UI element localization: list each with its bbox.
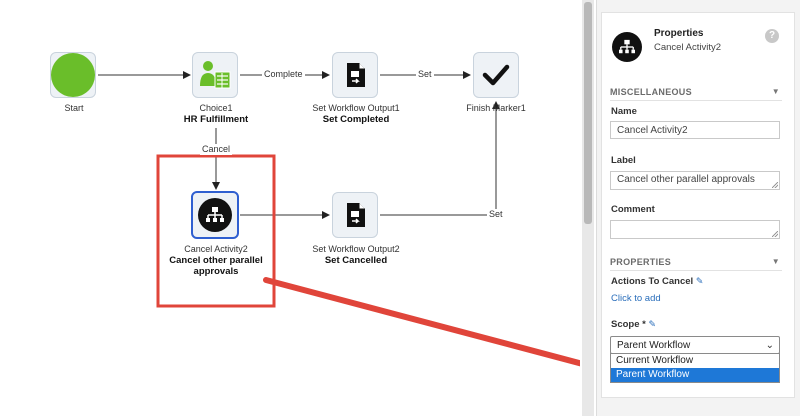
scope-label-text: Scope *: [611, 319, 646, 330]
properties-header: Properties Cancel Activity2: [612, 26, 792, 66]
start-node[interactable]: [50, 52, 96, 98]
miscellaneous-heading: MISCELLANEOUS: [610, 87, 692, 97]
output1-name: Set Workflow Output1: [312, 103, 400, 113]
properties-panel-body: [601, 12, 795, 398]
pencil-icon[interactable]: ✎: [695, 276, 704, 286]
start-circle-icon: [51, 53, 95, 97]
scope-select[interactable]: Parent Workflow ⌄: [610, 336, 780, 354]
name-input[interactable]: Cancel Activity2: [610, 121, 780, 139]
comment-label: Comment: [611, 204, 655, 215]
label-textarea[interactable]: Cancel other parallel approvals: [610, 171, 780, 190]
set-output-icon: [347, 203, 365, 227]
annotation-arrow: [263, 277, 580, 367]
choice1-title: HR Fulfillment: [183, 114, 249, 125]
choice1-label: Choice1 HR Fulfillment: [161, 103, 271, 125]
set-output-icon: [347, 63, 365, 87]
scope-select-value: Parent Workflow: [617, 340, 691, 351]
properties-subtitle: Cancel Activity2: [654, 42, 722, 53]
question-circle-icon[interactable]: ?: [765, 29, 779, 43]
caret-down-icon: ▼: [771, 257, 780, 266]
output2-name: Set Workflow Output2: [312, 244, 400, 254]
actions-to-cancel-label: Actions To Cancel ✎: [611, 276, 703, 287]
edge-label-complete: Complete: [262, 69, 305, 80]
workflow-canvas[interactable]: Start Choice1 HR Fulfillment Set Workflo…: [0, 0, 580, 416]
scope-option-current-workflow[interactable]: Current Workflow: [616, 355, 694, 366]
cancel-activity-icon: [198, 198, 232, 232]
cancel-activity2-name: Cancel Activity2: [184, 244, 248, 254]
finish-marker1-node[interactable]: [473, 52, 519, 98]
edge-label-set-top: Set: [416, 69, 434, 80]
cancel-activity2-title: Cancel other parallel approvals: [169, 255, 263, 277]
scope-dropdown-list: Current Workflow Parent Workflow: [610, 353, 780, 383]
scrollbar-thumb[interactable]: [584, 2, 592, 224]
scope-option-parent-workflow[interactable]: Parent Workflow: [611, 368, 779, 382]
choice1-node[interactable]: [192, 52, 238, 98]
miscellaneous-section-header[interactable]: MISCELLANEOUS ▼: [610, 87, 782, 101]
label-textarea-value: Cancel other parallel approvals: [617, 174, 755, 185]
name-label: Name: [611, 106, 637, 117]
person-form-icon: [200, 61, 231, 89]
properties-heading: PROPERTIES: [610, 257, 672, 267]
properties-section-header[interactable]: PROPERTIES ▼: [610, 257, 782, 271]
scope-label: Scope * ✎: [611, 319, 656, 330]
cancel-activity2-node[interactable]: [191, 191, 239, 239]
actions-to-cancel-text: Actions To Cancel: [611, 276, 694, 287]
set-workflow-output1-label: Set Workflow Output1 Set Completed: [301, 103, 411, 125]
chevron-down-icon: ⌄: [765, 340, 774, 351]
resize-grip-icon[interactable]: [772, 182, 778, 188]
start-label: Start: [64, 103, 84, 113]
resize-grip-icon[interactable]: [772, 231, 778, 237]
checkmark-icon: [482, 64, 510, 86]
comment-textarea[interactable]: [610, 220, 780, 239]
label-label: Label: [611, 155, 636, 166]
set-workflow-output2-label: Set Workflow Output2 Set Cancelled: [301, 244, 411, 266]
set-workflow-output2-node[interactable]: [332, 192, 378, 238]
set-workflow-output1-node[interactable]: [332, 52, 378, 98]
edge-label-set-bottom: Set: [487, 209, 505, 220]
cancel-activity2-label: Cancel Activity2 Cancel other parallel a…: [161, 244, 271, 277]
highlight-box: [156, 154, 276, 308]
caret-down-icon: ▼: [771, 87, 780, 96]
properties-title: Properties: [654, 28, 704, 39]
output1-title: Set Completed: [322, 114, 390, 125]
choice1-name: Choice1: [199, 103, 233, 113]
cancel-activity-icon: [612, 32, 642, 62]
pencil-icon[interactable]: ✎: [648, 319, 657, 329]
click-to-add-link[interactable]: Click to add: [611, 293, 661, 304]
edge-label-cancel: Cancel: [200, 144, 233, 155]
output2-title: Set Cancelled: [324, 255, 388, 266]
finish-marker1-label: Finish Marker1: [466, 103, 526, 113]
canvas-scrollbar[interactable]: [582, 0, 594, 416]
